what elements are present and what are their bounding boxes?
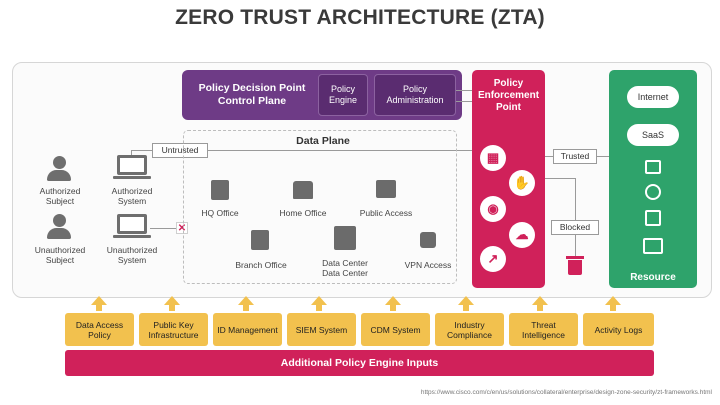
connector-line (456, 101, 472, 102)
input-industry-compliance: Industry Compliance (435, 313, 504, 346)
arrow-up-icon (311, 296, 327, 305)
data-center-icon (334, 226, 356, 250)
monitor-icon (645, 160, 661, 174)
resource-label: Resource (630, 272, 676, 283)
home-office-label: Home Office (279, 208, 327, 218)
branch-office-icon (251, 230, 269, 250)
arrow-stem (463, 305, 469, 311)
input-public-key-infrastructure: Public Key Infrastructure (139, 313, 208, 346)
cloud-security-icon: ☁ (509, 222, 535, 248)
data-center-label: Data Center Data Center (322, 258, 368, 278)
arrow-up-icon (238, 296, 254, 305)
analytics-icon: ↗ (480, 246, 506, 272)
flow-line (131, 150, 132, 155)
network-icon: ◉ (480, 196, 506, 222)
pep-label: Policy Enforcement Point (477, 78, 540, 113)
user-icon-body (47, 170, 71, 181)
arrow-up-icon (164, 296, 180, 305)
computer-icon (117, 214, 147, 234)
blocked-label: Blocked (551, 220, 599, 235)
input-data-access-policy: Data Access Policy (65, 313, 134, 346)
arrow-stem (96, 305, 102, 311)
computer-icon-base (113, 176, 151, 179)
input-siem-system: SIEM System (287, 313, 356, 346)
arrow-stem (316, 305, 322, 311)
flow-line-untrusted (131, 150, 472, 151)
firewall-icon: ▦ (480, 145, 506, 171)
arrow-stem (243, 305, 249, 311)
control-plane-label: Policy Decision Point Control Plane (198, 82, 306, 107)
input-activity-logs: Activity Logs (583, 313, 654, 346)
user-icon (53, 156, 66, 169)
policy-engine-box: Policy Engine (318, 74, 368, 116)
arrow-up-icon (385, 296, 401, 305)
authorized-system-label: Authorized System (111, 186, 153, 206)
policy-administration-box: Policy Administration (374, 74, 456, 116)
home-icon (293, 181, 313, 199)
internet-cloud-icon: Internet (627, 86, 679, 108)
source-link[interactable]: https://www.cisco.com/c/en/us/solutions/… (420, 389, 712, 396)
public-access-icon (376, 180, 396, 198)
flow-line (150, 228, 176, 229)
lock-icon (420, 232, 436, 248)
arrow-up-icon (532, 296, 548, 305)
building-icon (211, 180, 229, 200)
page-title: ZERO TRUST ARCHITECTURE (ZTA) (175, 6, 545, 29)
blocked-x-icon: ✕ (176, 222, 188, 234)
arrow-stem (390, 305, 396, 311)
authorized-subject-label: Authorized Subject (39, 186, 81, 206)
input-threat-intelligence: Threat Intelligence (509, 313, 578, 346)
building-icon (643, 238, 663, 254)
inputs-bar: Additional Policy Engine Inputs (65, 350, 654, 376)
public-access-label: Public Access (359, 208, 413, 218)
vpn-access-label: VPN Access (404, 260, 452, 270)
arrow-up-icon (605, 296, 621, 305)
unauthorized-system-label: Unauthorized System (106, 245, 158, 265)
arrow-up-icon (91, 296, 107, 305)
unauthorized-subject-label: Unauthorized Subject (34, 245, 86, 265)
saas-cloud-icon: SaaS (627, 124, 679, 146)
trusted-label: Trusted (553, 149, 597, 164)
connector-line (456, 90, 472, 91)
user-icon-body (47, 228, 71, 239)
arrow-up-icon (458, 296, 474, 305)
user-icon (53, 214, 66, 227)
arrow-stem (169, 305, 175, 311)
flow-line-blocked (575, 178, 576, 256)
trash-icon (568, 260, 582, 275)
trash-icon-lid (566, 256, 584, 259)
arrow-stem (610, 305, 616, 311)
computer-icon-base (113, 235, 151, 238)
server-icon (645, 210, 661, 226)
database-icon (645, 184, 661, 200)
flow-line-blocked (545, 178, 576, 179)
data-plane (183, 130, 457, 284)
input-id-management: ID Management (213, 313, 282, 346)
untrusted-label: Untrusted (152, 143, 208, 158)
input-cdm-system: CDM System (361, 313, 430, 346)
data-plane-title: Data Plane (296, 135, 350, 147)
access-control-icon: ✋ (509, 170, 535, 196)
arrow-stem (537, 305, 543, 311)
branch-office-label: Branch Office (235, 260, 287, 270)
hq-office-label: HQ Office (201, 208, 239, 218)
computer-icon (117, 155, 147, 175)
